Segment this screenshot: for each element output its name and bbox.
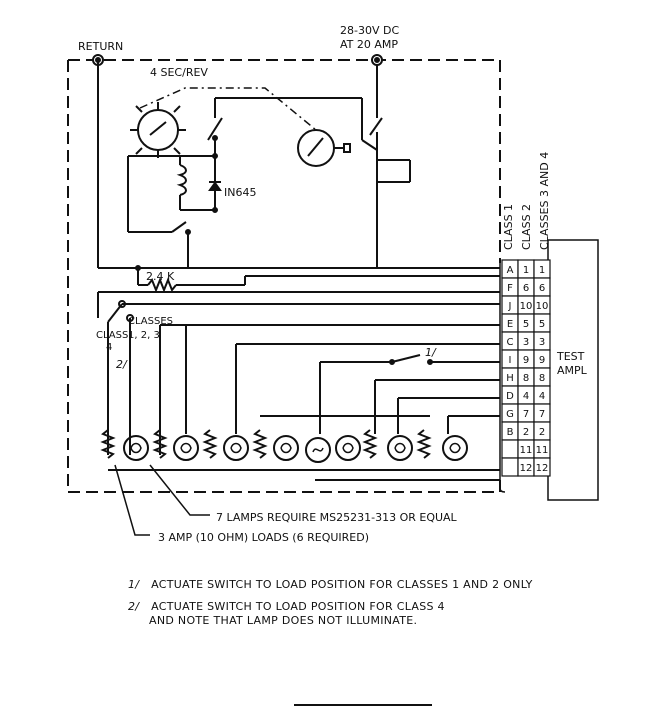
connector-pin-number: 7 xyxy=(539,409,545,420)
connector-pin-number: 2 xyxy=(539,427,545,438)
class4-label-1: CLASS xyxy=(96,330,128,341)
note-2-line1: ACTUATE SWITCH TO LOAD POSITION FOR CLAS… xyxy=(151,600,445,613)
note1-marker: 1/ xyxy=(425,346,437,359)
connector-pin-number: 10 xyxy=(536,301,549,312)
enclosure-outline xyxy=(67,59,501,493)
connector-pin-number: 8 xyxy=(523,373,529,384)
connector-cell xyxy=(501,439,519,459)
resistor-2-4k xyxy=(147,277,177,293)
note-1-text: ACTUATE SWITCH TO LOAD POSITION FOR CLAS… xyxy=(151,578,533,591)
connector-pin-number: 12 xyxy=(520,463,533,474)
lamps-callout: 7 LAMPS REQUIRE MS25231-313 OR EQUAL xyxy=(216,511,458,524)
class1-header: CLASS 1 xyxy=(502,204,515,250)
note-1: 1/ ACTUATE SWITCH TO LOAD POSITION FOR C… xyxy=(128,578,533,591)
diode-label: IN645 xyxy=(224,186,256,199)
connector-pin-label: I xyxy=(509,355,512,366)
connector-pin-number: 11 xyxy=(536,445,549,456)
note-1-marker: 1/ xyxy=(128,578,140,591)
timer-label: 4 SEC/REV xyxy=(150,66,208,79)
bottom-rule xyxy=(294,704,432,706)
connector-cell xyxy=(501,457,519,477)
timer-cam-left xyxy=(137,109,179,151)
classes-123-label-1: CLASSES xyxy=(128,316,173,327)
connector-pin-number: 8 xyxy=(539,373,545,384)
connector-pin-number: 4 xyxy=(539,391,545,402)
note-2-line2: AND NOTE THAT LAMP DOES NOT ILLUMINATE. xyxy=(149,614,418,627)
loads-callout: 3 AMP (10 OHM) LOADS (6 REQUIRED) xyxy=(158,531,369,544)
connector-pin-number: 2 xyxy=(523,427,529,438)
connector-pin-number: 5 xyxy=(523,319,529,330)
timer-cam-right xyxy=(297,129,335,167)
connector-pin-number: 10 xyxy=(520,301,533,312)
connector-pin-number: 5 xyxy=(539,319,545,330)
connector-pin-number: 6 xyxy=(539,283,545,294)
lamps xyxy=(123,435,468,463)
class4-label-2: 4 xyxy=(106,342,112,353)
connector-pin-label: A xyxy=(507,265,514,276)
note-2-continued: AND NOTE THAT LAMP DOES NOT ILLUMINATE. xyxy=(149,614,417,627)
note-2: 2/ ACTUATE SWITCH TO LOAD POSITION FOR C… xyxy=(128,600,445,613)
test-ampl-label-1: TEST xyxy=(556,350,585,363)
classes-123-label-2: 1, 2, 3 xyxy=(128,330,160,341)
class2-header: CLASS 2 xyxy=(520,204,533,250)
connector-pin-number: 1 xyxy=(539,265,545,276)
connector-pin-label: C xyxy=(507,337,514,348)
connector-pin-number: 9 xyxy=(539,355,545,366)
return-label: RETURN xyxy=(78,40,123,53)
connector-pin-label: D xyxy=(506,391,514,402)
connector-pin-number: 9 xyxy=(523,355,529,366)
class34-header: CLASSES 3 AND 4 xyxy=(538,152,551,250)
connector-pin-number: 4 xyxy=(523,391,529,402)
connector-pin-number: 1 xyxy=(523,265,529,276)
connector-left-edge xyxy=(499,263,506,493)
connector-pin-number: 7 xyxy=(523,409,529,420)
note-2-marker: 2/ xyxy=(128,600,140,613)
connector-pin-number: 12 xyxy=(536,463,549,474)
connector-pin-number: 6 xyxy=(523,283,529,294)
relay-coil xyxy=(176,164,187,196)
connector-pin-label: G xyxy=(506,409,514,420)
connector-pin-label: B xyxy=(507,427,514,438)
connector-pin-number: 3 xyxy=(539,337,545,348)
connector-pin-number: 11 xyxy=(520,445,533,456)
resistor-label: 2.4 K xyxy=(146,270,175,283)
supply-label-2: AT 20 AMP xyxy=(340,38,398,51)
connector-pin-label: F xyxy=(507,283,513,294)
connector-cell xyxy=(533,457,551,477)
connector-pin-number: 3 xyxy=(523,337,529,348)
load-resistors xyxy=(100,429,432,459)
connector-pin-label: H xyxy=(506,373,514,384)
test-ampl-label-2: AMPL xyxy=(557,364,588,377)
connector-pin-label: E xyxy=(507,319,513,330)
connector-pin-label: J xyxy=(508,301,512,312)
supply-label-1: 28-30V DC xyxy=(340,24,399,37)
note2-marker: 2/ xyxy=(116,358,128,371)
